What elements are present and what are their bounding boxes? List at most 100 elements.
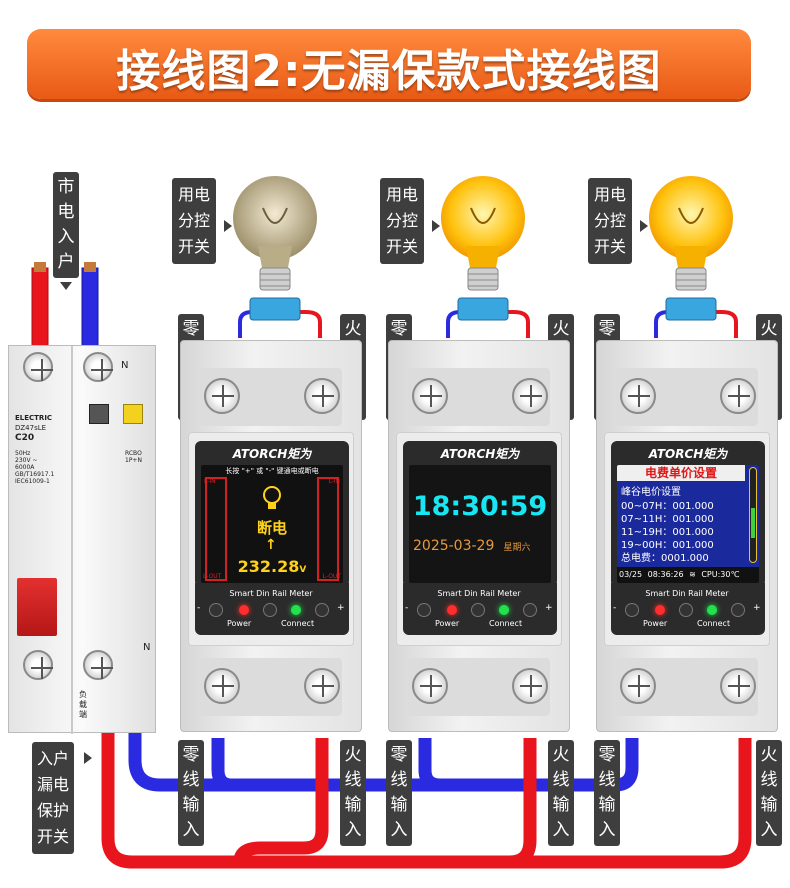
meter-3-connect-led xyxy=(707,605,717,615)
load-switch-label-2: 用电分控开关 xyxy=(380,178,425,264)
meter-1-m-button[interactable] xyxy=(263,603,277,617)
mains-in-arrow xyxy=(60,282,72,290)
meter-2-panel-label: Smart Din Rail Meter xyxy=(437,589,521,598)
meter-2-power-led xyxy=(447,605,457,615)
meter-1-voltage-row: 232.28V xyxy=(201,557,343,576)
neutral-drop-2 xyxy=(418,738,441,792)
meter-1-screw-bl xyxy=(204,668,240,704)
meter-1-left-box xyxy=(205,477,227,581)
meter-1-power-label: Power xyxy=(227,619,252,628)
load-switch-label-3: 用电分控开关 xyxy=(588,178,633,264)
meter-3-sub: 峰谷电价设置 xyxy=(621,487,681,498)
neutral-in-label-3: 零线输入 xyxy=(594,740,620,846)
breaker-model: DZ47sLE xyxy=(15,424,47,432)
meter-3-plus-button[interactable] xyxy=(731,603,745,617)
meter-1-connect-label: Connect xyxy=(281,619,315,628)
meter-2-weekday: 星期六 xyxy=(503,543,531,553)
meter-2-m-button[interactable] xyxy=(471,603,485,617)
meter-1-front: ATORCH矩为 长按 "+" 或 "-" 键通电或断电 L-IN L-IN L… xyxy=(188,432,354,646)
neutral-drop-1 xyxy=(211,738,233,792)
meter-2-date: 2025-03-29 xyxy=(413,538,495,554)
meter-2-screw-tr xyxy=(512,378,548,414)
neutral-in-label-1: 零线输入 xyxy=(178,740,204,846)
meter-3-front: ATORCH矩为 电费单价设置 峰谷电价设置 00~07H：001.000 07… xyxy=(604,432,770,646)
meter-1-power-led xyxy=(239,605,249,615)
test-button[interactable] xyxy=(89,404,109,424)
meter-1-bulb-icon xyxy=(261,485,283,513)
load-side-label: 负载端 xyxy=(79,690,87,719)
meter-3-screw-tl xyxy=(620,378,656,414)
meter-3-row-2: 07~11H：001.000 xyxy=(621,514,714,525)
meter-3-screw-bl xyxy=(620,668,656,704)
meter-2-power-label: Power xyxy=(435,619,460,628)
meter-1-brand: ATORCH矩为 xyxy=(232,447,312,461)
meter-3-total: 总电费：0001.000 xyxy=(621,553,709,564)
meter-1-state: 断电 xyxy=(256,519,287,537)
live-in-label-1: 火线输入 xyxy=(340,740,366,846)
meter-1-connect-led xyxy=(291,605,301,615)
meter-2-brand: ATORCH矩为 xyxy=(440,447,520,461)
meter-2-connect-led xyxy=(499,605,509,615)
meter-2-time: 18:30:59 xyxy=(412,491,548,522)
meter-3-minus-button[interactable] xyxy=(625,603,639,617)
meter-1-screw-tr xyxy=(304,378,340,414)
meter-2-screen: 18:30:59 2025-03-29 星期六 xyxy=(409,465,551,583)
meter-1-voltage: 232.28 xyxy=(237,557,300,576)
breaker-top-screw-right xyxy=(83,352,113,382)
live-drop-1 xyxy=(233,738,329,863)
reset-button[interactable] xyxy=(123,404,143,424)
meter-3-row-3: 11~19H：001.000 xyxy=(621,527,714,538)
meter-1-panel-label: Smart Din Rail Meter xyxy=(229,589,313,598)
meter-1: ATORCH矩为 长按 "+" 或 "-" 键通电或断电 L-IN L-IN L… xyxy=(180,340,362,732)
breaker-bottom-screw-left xyxy=(23,650,53,680)
meter-2-connect-label: Connect xyxy=(489,619,523,628)
meter-1-right-box xyxy=(317,477,339,581)
live-bus-wire xyxy=(101,672,752,869)
neutral-in-label-2: 零线输入 xyxy=(386,740,412,846)
breaker-top-screw-left xyxy=(23,352,53,382)
meter-3-row-1: 00~07H：001.000 xyxy=(621,501,714,512)
meter-3-connect-label: Connect xyxy=(697,619,731,628)
meter-3: ATORCH矩为 电费单价设置 峰谷电价设置 00~07H：001.000 07… xyxy=(596,340,778,732)
meter-2-screw-br xyxy=(512,668,548,704)
breaker-toggle[interactable] xyxy=(17,578,57,636)
meter-3-scrollbar[interactable] xyxy=(749,467,757,563)
mains-in-label: 市电 入户 xyxy=(53,172,79,278)
load-switch-label-1: 用电分控开关 xyxy=(172,178,217,264)
meter-3-m-button[interactable] xyxy=(679,603,693,617)
rcd-switch-arrow xyxy=(84,752,92,764)
title-banner: 接线图2:无漏保款式接线图 xyxy=(27,29,751,99)
bulb-1 xyxy=(228,168,338,338)
page-title: 接线图2:无漏保款式接线图 xyxy=(116,46,662,97)
live-in-label-3: 火线输入 xyxy=(756,740,782,846)
meter-2-front: ATORCH矩为 18:30:59 2025-03-29 星期六 Smart D… xyxy=(396,432,562,646)
meter-3-screw-br xyxy=(720,668,756,704)
meter-1-minus-button[interactable] xyxy=(209,603,223,617)
meter-3-header: 电费单价设置 xyxy=(617,465,745,481)
meter-2: ATORCH矩为 18:30:59 2025-03-29 星期六 Smart D… xyxy=(388,340,570,732)
meter-3-power-label: Power xyxy=(643,619,668,628)
meter-1-arrow-icon: ↑ xyxy=(265,537,277,553)
meter-2-date-row: 2025-03-29 星期六 xyxy=(413,535,530,554)
breaker-bottom-screw-right xyxy=(83,650,113,680)
meter-2-plus-button[interactable] xyxy=(523,603,537,617)
meter-2-minus-button[interactable] xyxy=(417,603,431,617)
bulb-2 xyxy=(436,168,546,338)
meter-3-brand: ATORCH矩为 xyxy=(648,447,728,461)
meter-1-plus-button[interactable] xyxy=(315,603,329,617)
meter-1-screw-br xyxy=(304,668,340,704)
meter-2-screw-tl xyxy=(412,378,448,414)
wifi-icon: ≋ xyxy=(689,570,696,579)
rcd-switch-label: 入户漏电 保护开关 xyxy=(32,742,75,854)
meter-3-screw-tr xyxy=(720,378,756,414)
breaker-n-top: N xyxy=(121,360,129,371)
meter-1-hint: 长按 "+" 或 "-" 键通电或断电 xyxy=(225,467,319,475)
meter-3-power-led xyxy=(655,605,665,615)
breaker-n-bottom: N xyxy=(143,642,151,653)
live-in-label-2: 火线输入 xyxy=(548,740,574,846)
meter-1-screen: 长按 "+" 或 "-" 键通电或断电 L-IN L-IN L-OUT L-OU… xyxy=(201,465,343,583)
meter-3-status-bar: 03/25 08:36:26 ≋ CPU:30℃ xyxy=(617,567,759,583)
